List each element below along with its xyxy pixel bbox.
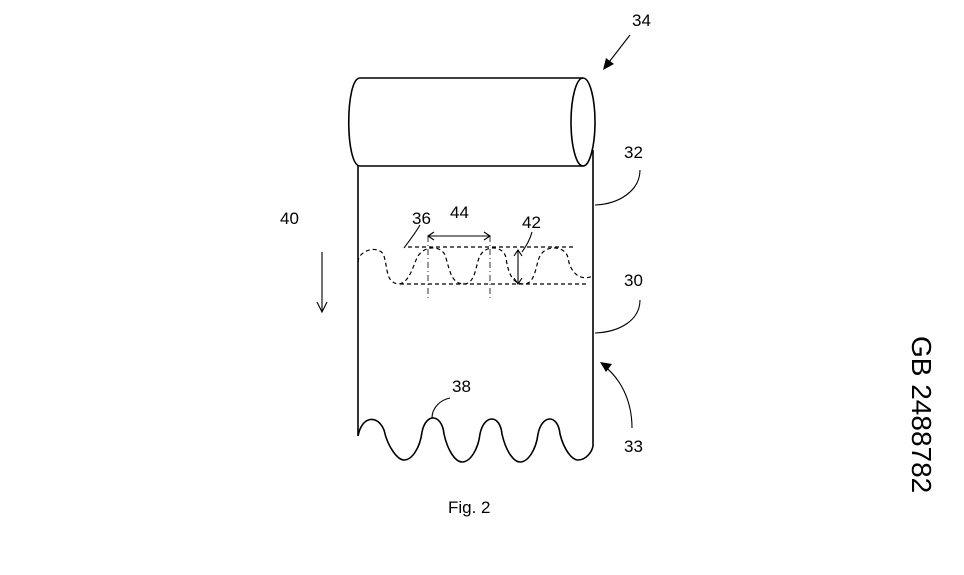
arrow-33 xyxy=(600,362,633,429)
perforation-line xyxy=(357,236,594,300)
arrow-34 xyxy=(603,34,631,70)
ref-numeral-40: 40 xyxy=(280,209,299,228)
ref-numeral-42: 42 xyxy=(522,213,541,232)
ref-numeral-38: 38 xyxy=(452,377,471,396)
ref-numeral-30: 30 xyxy=(624,271,643,290)
publication-number: GB 2488782 xyxy=(906,336,937,493)
ref-numeral-36: 36 xyxy=(412,209,431,228)
web-sheet xyxy=(357,150,594,463)
dimension-arrows xyxy=(427,231,523,285)
feed-direction-arrow xyxy=(316,252,328,314)
leader-lines xyxy=(403,169,641,419)
ref-numeral-33: 33 xyxy=(624,437,643,456)
ref-numeral-44: 44 xyxy=(450,203,469,222)
figure-caption: Fig. 2 xyxy=(448,498,491,517)
ref-numeral-34: 34 xyxy=(632,11,651,30)
ref-numeral-32: 32 xyxy=(624,143,643,162)
roll-cylinder xyxy=(348,77,596,167)
